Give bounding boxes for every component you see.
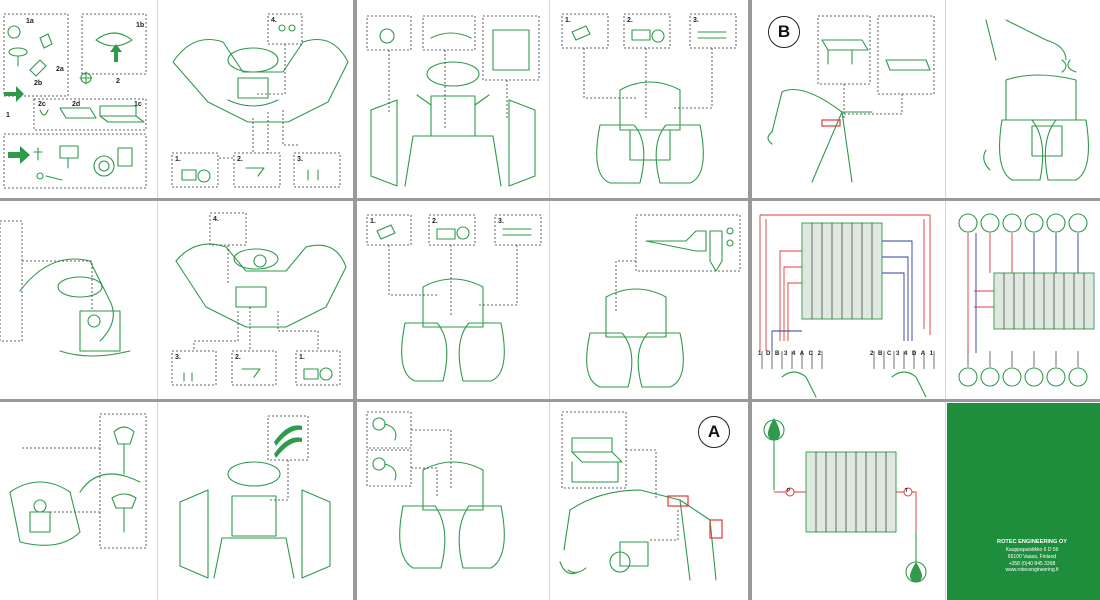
panel-tractor-coupler [550, 201, 748, 399]
step-label: 4. [213, 216, 219, 223]
step-label: 1. [299, 354, 305, 361]
port-codes-right: 2 B C 3 4 D A 1 [870, 351, 935, 357]
sheet-middle [357, 0, 748, 600]
panel-tractor-lines [357, 402, 549, 600]
part-label: 1 [6, 112, 10, 119]
section-badge-b: B [768, 16, 800, 48]
step-label: 1. [370, 218, 376, 225]
part-label: 2a [56, 66, 64, 73]
back-cover: ROTEC ENGINEERING OY Kauppapuistikko 6 D… [947, 403, 1100, 600]
company-name: ROTEC ENGINEERING OY [997, 539, 1067, 546]
panel-loader-b: B [752, 0, 945, 198]
port-codes-left: 1 D B 3 4 A C 2 [758, 351, 823, 357]
company-web: www.rotecengineering.fi [1005, 567, 1059, 574]
step-label: 2. [627, 17, 633, 24]
step-label: 1. [565, 17, 571, 24]
panel-tractor-rear-steps-2: 1. 2. 3. [357, 201, 549, 399]
step-label: 4. [271, 17, 277, 24]
step-label: 1. [175, 156, 181, 163]
function-icons-top [958, 213, 1088, 233]
port-label-t: T [905, 488, 909, 494]
step-label: 3. [175, 354, 181, 361]
part-label: 2 [116, 78, 120, 85]
panel-tractor-rear-steps: 1. 2. 3. [550, 0, 748, 198]
panel-cab-hoses [158, 402, 353, 600]
step-label: 3. [297, 156, 303, 163]
part-label: 1c [134, 101, 142, 108]
port-label-p: P [787, 488, 791, 494]
panel-cab-install: 4. 1. 2. 3. [158, 0, 353, 198]
step-label: 3. [693, 17, 699, 24]
step-label: 2. [237, 156, 243, 163]
panel-schema-left: 1 D B 3 4 A C 2 2 B C 3 4 D A 1 [752, 201, 945, 399]
step-label: 3. [498, 218, 504, 225]
part-label: 2b [34, 80, 43, 87]
step-label: 2. [432, 218, 438, 225]
company-block: ROTEC ENGINEERING OY Kauppapuistikko 6 D… [972, 539, 1092, 574]
panel-tractor-loader-rear [946, 0, 1100, 198]
company-phone: +358 (0)40 845 3368 [1008, 560, 1056, 567]
company-address-line1: Kauppapuistikko 6 D 56 [1005, 547, 1059, 553]
panel-joystick-mount [0, 402, 157, 600]
part-label: 2c [38, 101, 46, 108]
section-badge-a: A [698, 416, 730, 448]
part-label: 2d [72, 101, 81, 108]
panel-pressure-tank-schema: P T [752, 402, 945, 600]
panel-cab-joystick [0, 201, 157, 399]
part-label: 1a [26, 18, 34, 25]
panel-loader-a: A [550, 402, 748, 600]
panel-cab-front [357, 0, 549, 198]
panel-schema-functions [946, 201, 1100, 399]
part-label: 1b [136, 22, 145, 29]
panel-cab-topview-steps: 4. 3. 2. 1. [158, 201, 353, 399]
panel-parts-overview: 1 1a 2 2a 2b 1b 2c 2d 1c [0, 0, 157, 198]
step-label: 2. [235, 354, 241, 361]
company-address-line2: 65100 Vaasa, Finland [1007, 553, 1057, 560]
